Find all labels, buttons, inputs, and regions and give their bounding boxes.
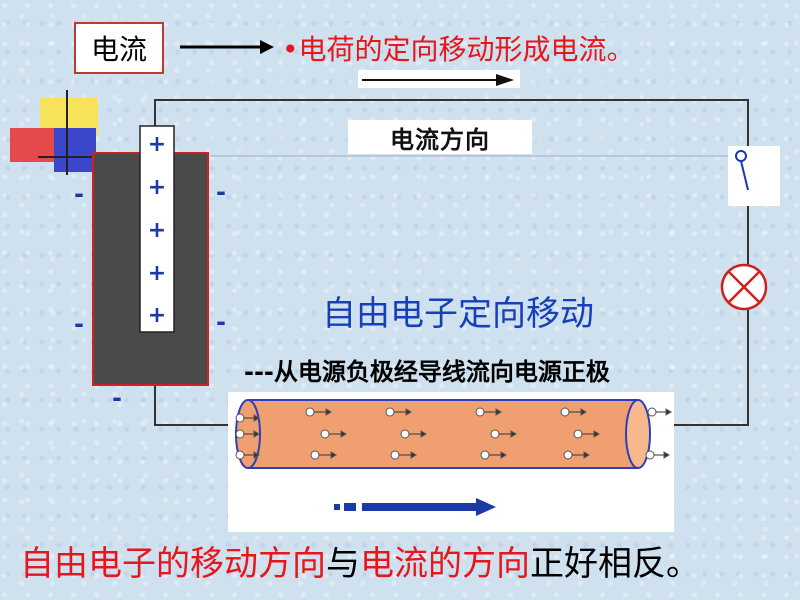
conclusion-part-and: 与: [326, 544, 360, 584]
electron: [385, 407, 412, 417]
lamp-symbol: [720, 263, 768, 311]
electron: [645, 450, 670, 460]
electron: [235, 429, 260, 439]
plus-sign: +: [147, 261, 167, 286]
free-electron-heading: 自由电子定向移动: [322, 294, 594, 334]
minus-sign: -: [216, 308, 226, 336]
minus-sign: -: [112, 384, 122, 412]
conclusion-part-current: 电流的方向: [360, 544, 530, 584]
plus-sign: +: [147, 132, 167, 157]
electron: [400, 429, 427, 439]
electrons: [235, 407, 672, 460]
circuit-wire-bottom: [154, 385, 240, 426]
current-label: 电流: [90, 33, 147, 66]
minus-sign: -: [74, 310, 84, 338]
definition-sentence: 电荷的定向移动形成电流。: [298, 33, 635, 66]
electron-flow-arrow: [334, 498, 496, 516]
header-arrow: [180, 40, 274, 54]
electron: [480, 450, 507, 460]
path-description: ---从电源负极经导线流向电源正极: [244, 358, 610, 386]
electron: [310, 450, 337, 460]
electron: [320, 429, 347, 439]
minus-sign: -: [216, 178, 226, 206]
electron: [235, 450, 260, 460]
electron: [490, 429, 517, 439]
battery-positive-signs: + + + + +: [140, 130, 174, 330]
electron: [563, 450, 590, 460]
current-direction-label: 电流方向: [348, 120, 532, 154]
minus-sign: -: [74, 180, 84, 208]
decorative-logo: [10, 90, 105, 175]
electron: [573, 429, 600, 439]
current-label-box: 电流: [74, 22, 164, 74]
conclusion-part-electron: 自由电子的移动方向: [20, 544, 326, 584]
electron: [647, 407, 672, 417]
conclusion-part-opposite: 正好相反。: [530, 544, 700, 584]
definition-text: •电荷的定向移动形成电流。: [282, 28, 635, 68]
current-direction-arrow: [358, 70, 520, 88]
electron: [235, 413, 260, 423]
electron: [475, 407, 502, 417]
circuit-wire: [154, 99, 749, 426]
plus-sign: +: [147, 218, 167, 243]
electron: [390, 450, 417, 460]
current-direction-text: 电流方向: [390, 125, 490, 154]
plus-sign: +: [147, 303, 167, 328]
electron: [305, 407, 332, 417]
definition-bullet: •: [282, 33, 299, 66]
plus-sign: +: [147, 175, 167, 200]
electron: [560, 407, 587, 417]
battery-rod: [139, 125, 175, 333]
conclusion-text: 自由电子的移动方向与电流的方向正好相反。: [20, 536, 700, 585]
